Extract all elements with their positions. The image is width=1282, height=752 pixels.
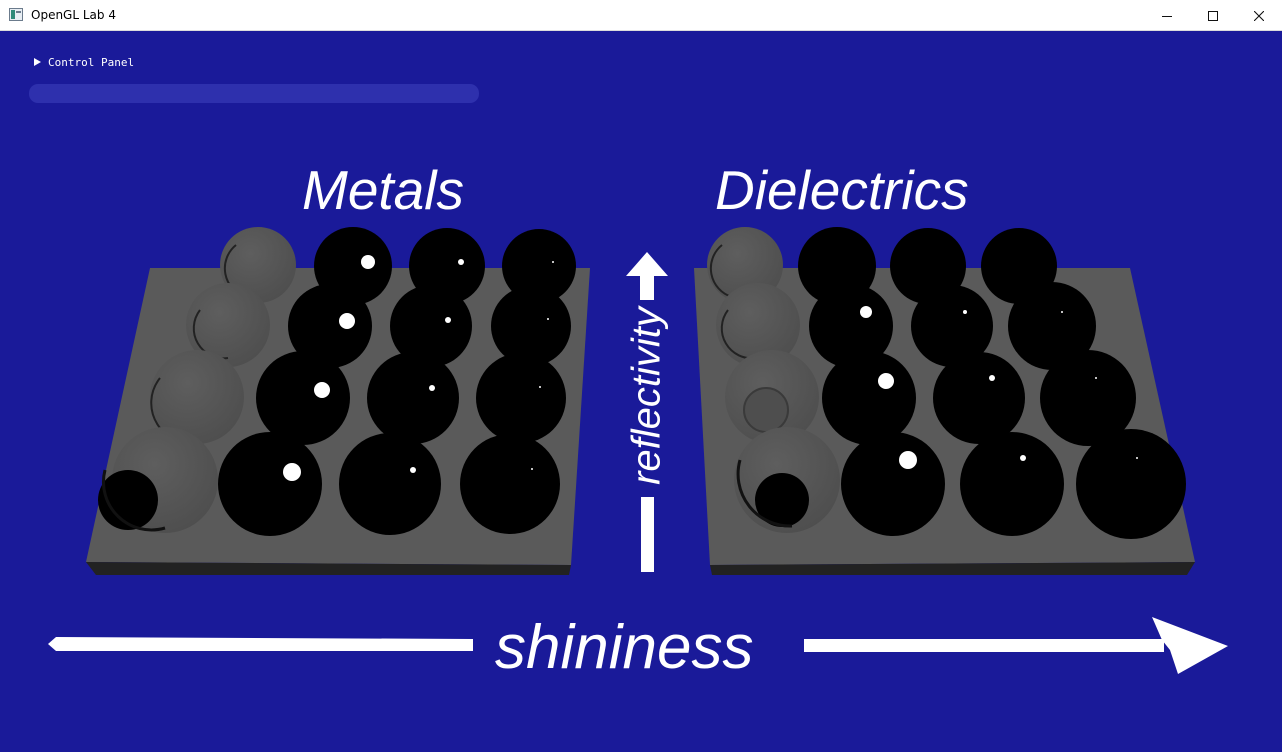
highlight [1061,311,1063,313]
sphere [339,433,441,535]
highlight [1020,455,1026,461]
highlight [1136,457,1138,459]
dielectrics-platform-edge [710,562,1195,575]
maximize-icon [1208,10,1218,21]
dark-sphere [755,473,809,527]
sphere [288,284,372,368]
sphere [809,284,893,368]
minimize-icon [1162,15,1172,17]
sphere [367,352,459,444]
close-icon [1254,10,1264,21]
shininess-arrow [48,617,1228,674]
highlight [445,317,451,323]
metals-platform-edge [86,562,571,575]
shadow-sphere [186,283,270,367]
sphere [256,351,350,445]
highlight [1095,377,1097,379]
gl-viewport[interactable] [1,31,1281,751]
reflectivity-label: reflectivity [624,307,669,485]
maximize-button[interactable] [1190,0,1236,31]
metals-sphere-grid [98,227,576,536]
shadow-sphere [150,350,244,444]
sphere [933,352,1025,444]
close-button[interactable] [1236,0,1282,31]
app-icon [9,8,23,21]
sphere [390,285,472,367]
highlight [429,385,435,391]
highlight [458,259,464,265]
sphere [911,285,993,367]
highlight [339,313,355,329]
sphere [841,432,945,536]
inner-shadow-sphere [743,387,789,433]
sphere [476,353,566,443]
highlight [878,373,894,389]
control-panel-header[interactable] [29,84,479,103]
sphere [1076,429,1186,539]
highlight [539,386,541,388]
highlight [963,310,967,314]
control-panel-label[interactable]: Control Panel [48,56,135,69]
shadow-sphere [716,283,800,367]
highlight [547,318,549,320]
sphere [409,228,485,304]
metals-label: Metals [302,159,464,221]
highlight [899,451,917,469]
highlight [283,463,301,481]
highlight [860,306,872,318]
dark-sphere [98,470,158,530]
dielectrics-label: Dielectrics [715,159,969,221]
sphere [218,432,322,536]
highlight [410,467,416,473]
shininess-label: shininess [495,613,754,682]
dielectrics-sphere-grid [707,227,1186,539]
sphere [960,432,1064,536]
sphere [890,228,966,304]
window-title: OpenGL Lab 4 [31,8,116,22]
highlight [531,468,533,470]
highlight [989,375,995,381]
sphere [1008,282,1096,370]
scene-render [48,227,1228,674]
reflectivity-arrow [626,252,668,572]
shadow-sphere [220,227,296,303]
highlight [361,255,375,269]
sphere [460,434,560,534]
minimize-button[interactable] [1144,0,1190,31]
highlight [314,382,330,398]
triangle-right-icon[interactable] [34,58,41,66]
highlight [552,261,554,263]
title-bar[interactable]: OpenGL Lab 4 [0,0,1282,31]
sphere [1040,350,1136,446]
sphere [502,229,576,303]
sphere [822,351,916,445]
sphere [491,286,571,366]
